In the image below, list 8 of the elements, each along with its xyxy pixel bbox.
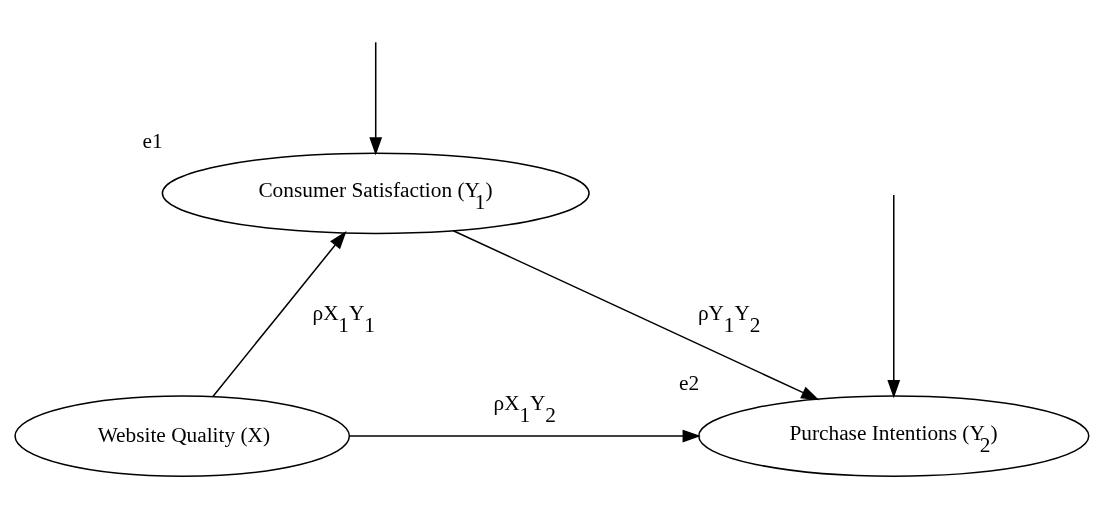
arrow	[211, 231, 347, 398]
node-label: e2	[678, 371, 700, 396]
arrow	[887, 194, 901, 399]
node-ellipse: Website Quality (X)	[14, 395, 351, 477]
arrow	[348, 429, 701, 443]
arrow	[452, 229, 820, 401]
node-label: e1	[142, 128, 163, 153]
arrow	[369, 41, 383, 156]
